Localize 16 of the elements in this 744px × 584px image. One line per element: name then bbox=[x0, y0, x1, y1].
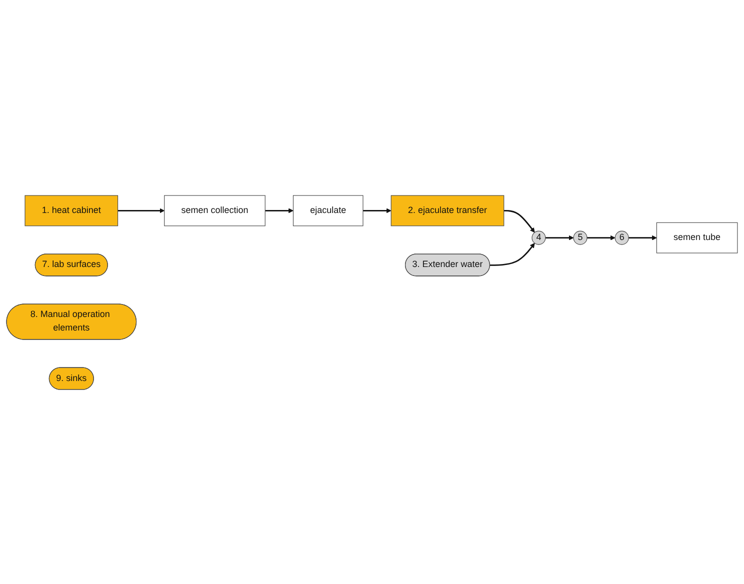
node-circle: 5 bbox=[573, 230, 588, 244]
arrow bbox=[265, 208, 294, 213]
arrow bbox=[628, 234, 657, 240]
node-box: ejaculate bbox=[292, 194, 364, 226]
arrow bbox=[587, 234, 616, 240]
node-circle: 6 bbox=[614, 230, 629, 244]
node-box: semen tube bbox=[656, 222, 738, 253]
arrow bbox=[545, 234, 574, 240]
arrow bbox=[118, 208, 165, 213]
node-box: 1. heat cabinet bbox=[24, 194, 118, 226]
node-circle: 4 bbox=[532, 230, 546, 244]
arrow bbox=[504, 209, 535, 232]
node-box: semen collection bbox=[164, 194, 266, 226]
arrow bbox=[363, 208, 392, 213]
node-box: 2. ejaculate transfer bbox=[390, 194, 504, 226]
arrow bbox=[490, 242, 535, 266]
